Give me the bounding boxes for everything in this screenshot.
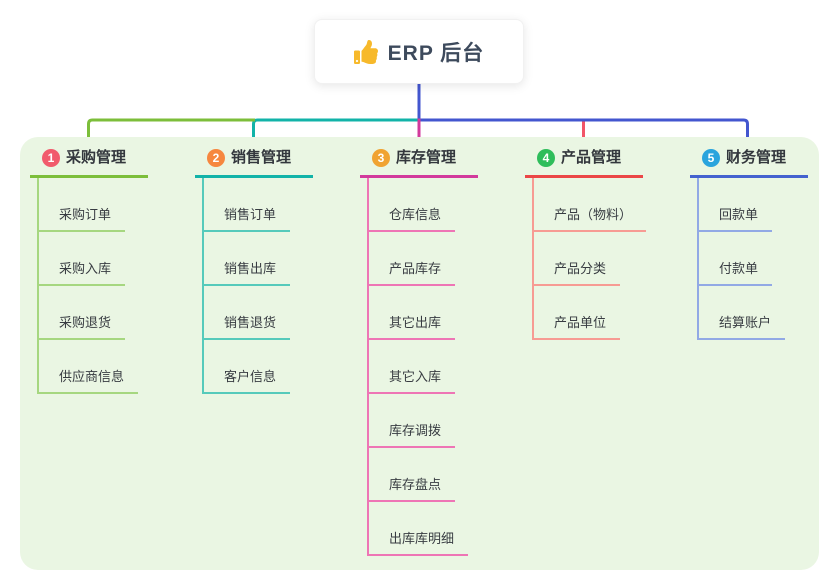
branch-leaf-list: 采购订单 采购入库 采购退货 供应商信息 [37,178,148,394]
branch-title-node[interactable]: 4 产品管理 [525,147,643,178]
mindmap-panel: 1 采购管理 采购订单 采购入库 采购退货 供应商信息 2 销售管理 销售订单 … [20,137,819,570]
branch-index-badge: 5 [702,149,720,167]
branch-title-label: 采购管理 [66,149,127,166]
leaf-node[interactable]: 库存调拨 [369,394,456,448]
branch-index-badge: 1 [42,149,60,167]
leaf-node[interactable]: 回款单 [699,178,773,232]
branch-title-node[interactable]: 2 销售管理 [195,147,313,178]
leaf-label: 采购入库 [59,261,112,276]
branch-leaf-list: 仓库信息 产品库存 其它出库 其它入库 库存调拨 库存盘点 出库库明细 [367,178,478,556]
leaf-node[interactable]: 销售订单 [204,178,291,232]
leaf-node[interactable]: 结算账户 [699,286,786,340]
leaf-label: 销售退货 [224,315,277,330]
leaf-node[interactable]: 产品单位 [534,286,621,340]
leaf-label: 库存盘点 [389,477,442,492]
leaf-label: 采购退货 [59,315,112,330]
branch-index-badge: 2 [207,149,225,167]
leaf-node[interactable]: 客户信息 [204,340,291,394]
thumbs-up-glyph [353,39,378,64]
leaf-node[interactable]: 产品库存 [369,232,456,286]
branch-leaf-list: 回款单 付款单 结算账户 [697,178,808,340]
leaf-label: 销售出库 [224,261,277,276]
leaf-node[interactable]: 库存盘点 [369,448,456,502]
leaf-label: 产品分类 [554,261,607,276]
leaf-label: 出库库明细 [389,531,455,546]
branch-sales: 2 销售管理 销售订单 销售出库 销售退货 客户信息 [195,147,313,394]
branch-index-badge: 4 [537,149,555,167]
leaf-label: 产品（物料） [554,207,633,222]
branch-index-badge: 3 [372,149,390,167]
leaf-node[interactable]: 采购入库 [39,232,126,286]
leaf-label: 供应商信息 [59,369,125,384]
branch-title-label: 销售管理 [231,149,292,166]
leaf-label: 回款单 [719,207,759,222]
branch-title-label: 产品管理 [561,149,622,166]
root-title: ERP 后台 [387,41,485,65]
thumbs-up-icon [353,39,378,64]
branch-title-node[interactable]: 1 采购管理 [30,147,148,178]
leaf-node[interactable]: 采购退货 [39,286,126,340]
leaf-node[interactable]: 产品（物料） [534,178,647,232]
leaf-label: 结算账户 [719,315,772,330]
leaf-node[interactable]: 供应商信息 [39,340,139,394]
leaf-label: 其它出库 [389,315,442,330]
leaf-label: 采购订单 [59,207,112,222]
leaf-node[interactable]: 销售退货 [204,286,291,340]
leaf-node[interactable]: 采购订单 [39,178,126,232]
leaf-label: 库存调拨 [389,423,442,438]
leaf-node[interactable]: 其它入库 [369,340,456,394]
leaf-label: 其它入库 [389,369,442,384]
branch-leaf-list: 销售订单 销售出库 销售退货 客户信息 [202,178,313,394]
branch-product: 4 产品管理 产品（物料） 产品分类 产品单位 [525,147,647,340]
branch-title-node[interactable]: 5 财务管理 [690,147,808,178]
leaf-node[interactable]: 出库库明细 [369,502,469,556]
leaf-node[interactable]: 仓库信息 [369,178,456,232]
branch-purchase: 1 采购管理 采购订单 采购入库 采购退货 供应商信息 [30,147,148,394]
branch-title-node[interactable]: 3 库存管理 [360,147,478,178]
leaf-node[interactable]: 其它出库 [369,286,456,340]
branch-leaf-list: 产品（物料） 产品分类 产品单位 [532,178,647,340]
branch-finance: 5 财务管理 回款单 付款单 结算账户 [690,147,808,340]
branch-title-label: 财务管理 [726,149,787,166]
branch-inventory: 3 库存管理 仓库信息 产品库存 其它出库 其它入库 库存调拨 库存盘点 出库库… [360,147,478,556]
leaf-node[interactable]: 付款单 [699,232,773,286]
leaf-label: 客户信息 [224,369,277,384]
branch-title-label: 库存管理 [396,149,457,166]
root-node[interactable]: ERP 后台 [314,19,524,84]
leaf-label: 仓库信息 [389,207,442,222]
leaf-node[interactable]: 产品分类 [534,232,621,286]
leaf-label: 产品单位 [554,315,607,330]
leaf-label: 产品库存 [389,261,442,276]
leaf-label: 销售订单 [224,207,277,222]
leaf-label: 付款单 [719,261,759,276]
leaf-node[interactable]: 销售出库 [204,232,291,286]
